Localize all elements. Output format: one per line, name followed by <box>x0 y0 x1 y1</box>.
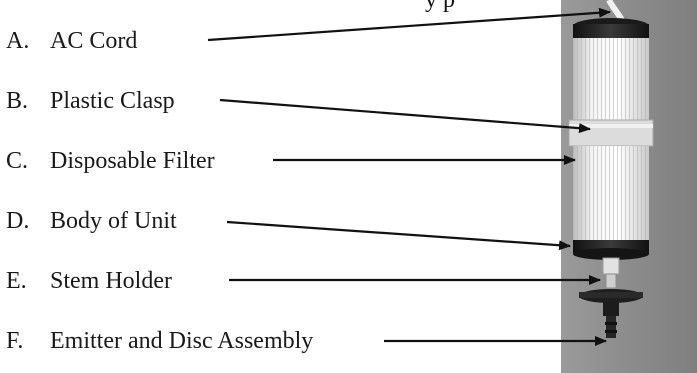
emitter <box>606 316 616 338</box>
label-text: Plastic Clasp <box>50 88 175 114</box>
top-cap <box>573 24 649 38</box>
label-letter: C. <box>6 148 29 174</box>
arrow-icon <box>219 98 591 134</box>
label-text: Body of Unit <box>50 208 177 234</box>
label-body-of-unit: D. Body of Unit <box>6 206 177 236</box>
label-ac-cord: A. AC Cord <box>6 26 137 56</box>
device-photo <box>561 0 697 373</box>
label-text: Stem Holder <box>50 268 172 294</box>
arrow-icon <box>226 220 571 251</box>
label-stem-holder: E. Stem Holder <box>6 266 172 296</box>
label-letter: F. <box>6 328 24 354</box>
cropped-header-text: y p <box>425 0 455 13</box>
label-text: AC Cord <box>50 28 138 54</box>
label-letter: D. <box>6 208 30 234</box>
label-text: Emitter and Disc Assembly <box>50 328 314 354</box>
label-letter: A. <box>6 28 30 54</box>
label-emitter-disc-assembly: F. Emitter and Disc Assembly <box>6 326 313 356</box>
arrow-icon <box>207 7 611 42</box>
label-text: Disposable Filter <box>50 148 215 174</box>
label-letter: E. <box>6 268 27 294</box>
label-letter: B. <box>6 88 29 114</box>
label-disposable-filter: C. Disposable Filter <box>6 146 215 176</box>
label-plastic-clasp: B. Plastic Clasp <box>6 86 175 116</box>
